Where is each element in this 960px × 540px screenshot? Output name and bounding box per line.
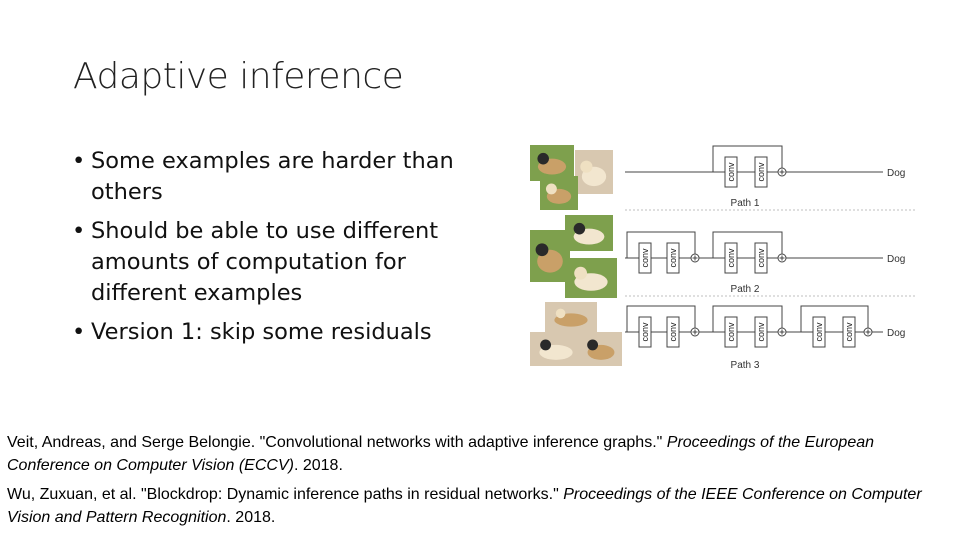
conv-label: conv: [668, 248, 678, 268]
bullet-item: •Some examples are harder than others: [72, 146, 492, 208]
path-label: Path 1: [731, 198, 760, 209]
skip-connection: [626, 305, 696, 332]
conv-block: conv: [754, 316, 768, 348]
add-node-icon: [690, 327, 700, 337]
conv-block: conv: [666, 316, 680, 348]
dog-head: [587, 339, 599, 351]
skip-connection: [800, 305, 869, 332]
path-label: Path 3: [731, 360, 760, 371]
conv-block-box: [724, 156, 738, 188]
bullet-item: •Should be able to use different amounts…: [72, 216, 492, 309]
dog-head: [535, 243, 549, 257]
dog-photo: [565, 258, 617, 298]
dog-photo: [545, 302, 597, 332]
add-node-icon: [863, 327, 873, 337]
conv-block: conv: [842, 316, 856, 348]
dog-photo: [540, 176, 578, 210]
conv-block-box: [812, 316, 826, 348]
conv-block: conv: [638, 242, 652, 274]
dog-photo: [575, 150, 613, 194]
bullet-dot-icon: •: [72, 218, 86, 244]
conv-label: conv: [640, 248, 650, 268]
dog-head: [555, 308, 566, 319]
path-label: Path 2: [731, 284, 760, 295]
conv-block-box: [724, 316, 738, 348]
dog-head: [573, 222, 586, 235]
conv-label: conv: [814, 322, 824, 342]
reference-1-year: . 2018.: [293, 456, 343, 474]
conv-block-box: [638, 242, 652, 274]
dog-photo: [530, 332, 582, 366]
dog-head: [540, 339, 552, 351]
conv-block: conv: [724, 156, 738, 188]
dog-head: [574, 266, 587, 280]
conv-label: conv: [844, 322, 854, 342]
conv-block-box: [666, 316, 680, 348]
conv-label: conv: [756, 322, 766, 342]
conv-label: conv: [726, 162, 736, 182]
add-node-icon: [777, 253, 787, 263]
skip-connection: [712, 305, 783, 332]
add-node-icon: [777, 167, 787, 177]
add-node-icon: [777, 327, 787, 337]
conv-label: conv: [640, 322, 650, 342]
output-label: Dog: [887, 328, 905, 339]
conv-block-box: [638, 316, 652, 348]
conv-block: conv: [724, 316, 738, 348]
reference-2-year: . 2018.: [226, 508, 276, 526]
dog-photo: [565, 215, 613, 251]
skip-connection: [626, 231, 696, 258]
conv-block-box: [754, 316, 768, 348]
add-node-icon: [690, 253, 700, 263]
output-label: Dog: [887, 254, 905, 265]
conv-block: conv: [666, 242, 680, 274]
skip-connection: [712, 145, 783, 172]
dog-head: [545, 183, 557, 195]
conv-block-box: [842, 316, 856, 348]
conv-label: conv: [756, 248, 766, 268]
bullet-list: •Some examples are harder than others •S…: [72, 146, 492, 356]
dog-photo: [530, 145, 574, 181]
reference-1-title: "Convolutional networks with adaptive in…: [259, 434, 667, 451]
reference-2-title: "Blockdrop: Dynamic inference paths in r…: [141, 486, 564, 503]
output-label: Dog: [887, 168, 905, 179]
reference-1: Veit, Andreas, and Serge Belongie. "Conv…: [7, 432, 957, 477]
reference-1-authors: Veit, Andreas, and Serge Belongie.: [7, 434, 260, 451]
conv-block: conv: [812, 316, 826, 348]
skip-connection: [712, 231, 783, 258]
dog-photo: [530, 230, 570, 282]
reference-2: Wu, Zuxuan, et al. "Blockdrop: Dynamic i…: [7, 484, 957, 529]
conv-block: conv: [724, 242, 738, 274]
conv-block-box: [754, 242, 768, 274]
conv-block-box: [754, 156, 768, 188]
dog-head: [580, 160, 593, 173]
conv-label: conv: [756, 162, 766, 182]
conv-label: conv: [726, 248, 736, 268]
bullet-text: Version 1: skip some residuals: [91, 319, 432, 345]
conv-block: conv: [754, 242, 768, 274]
bullet-text: Some examples are harder than others: [91, 148, 454, 205]
conv-label: conv: [668, 322, 678, 342]
slide-title: Adaptive inference: [73, 56, 404, 97]
conv-block: conv: [638, 316, 652, 348]
bullet-dot-icon: •: [72, 319, 86, 345]
references: Veit, Andreas, and Serge Belongie. "Conv…: [7, 432, 957, 536]
bullet-item: •Version 1: skip some residuals: [72, 317, 492, 348]
reference-2-venue: Proceedings of the IEEE Conference on Co…: [7, 486, 922, 526]
conv-label: conv: [726, 322, 736, 342]
bullet-text: Should be able to use different amounts …: [91, 218, 439, 306]
bullet-dot-icon: •: [72, 148, 86, 174]
dog-photo: [580, 332, 622, 366]
dog-head: [537, 152, 549, 165]
reference-2-authors: Wu, Zuxuan, et al.: [7, 486, 141, 503]
conv-block-box: [724, 242, 738, 274]
conv-block-box: [666, 242, 680, 274]
reference-1-venue: Proceedings of the European Conference o…: [7, 434, 875, 474]
conv-block: conv: [754, 156, 768, 188]
